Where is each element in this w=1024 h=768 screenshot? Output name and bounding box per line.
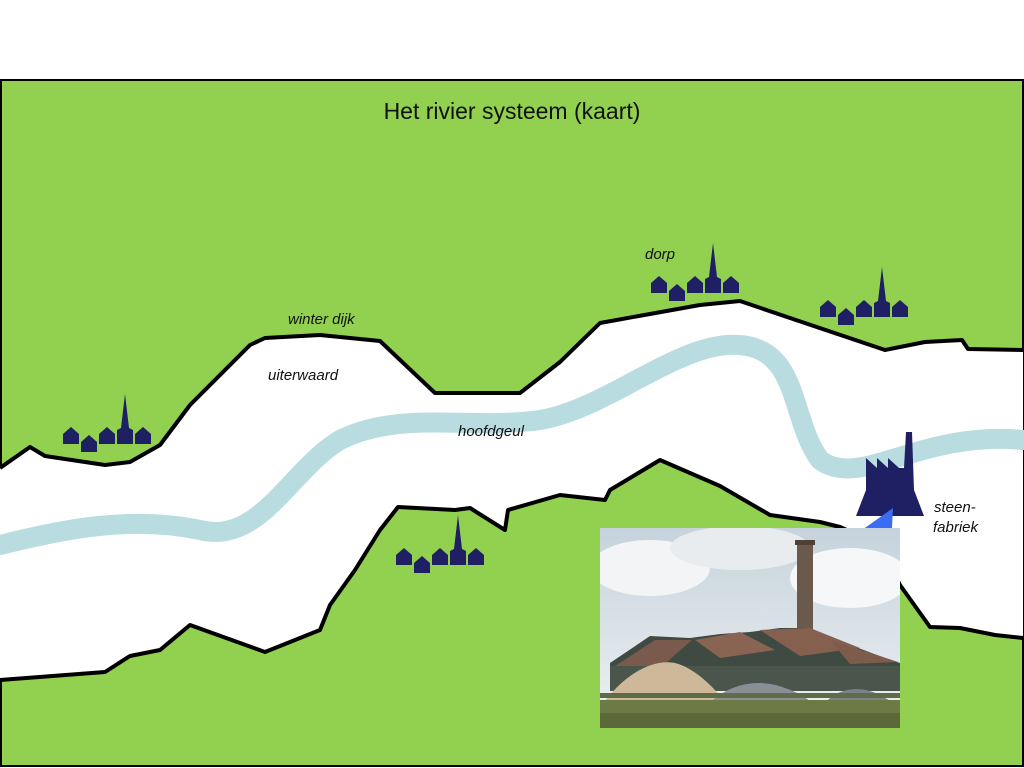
label-steenfabriek-line2: fabriek [933,519,979,536]
map-title: Het rivier systeem (kaart) [383,98,641,124]
floodplain [0,301,1023,680]
brick-factory-icon [856,432,924,516]
label-steenfabriek-line1: steen- [934,499,976,516]
brick-factory-photo [600,528,900,728]
label-hoofdgeul: hoofdgeul [458,423,524,440]
label-uiterwaard: uiterwaard [268,367,339,384]
winter-dike-north [0,299,1024,470]
label-winter-dijk: winter dijk [288,311,355,328]
main-channel [0,334,1024,555]
label-dorp: dorp [645,246,676,263]
